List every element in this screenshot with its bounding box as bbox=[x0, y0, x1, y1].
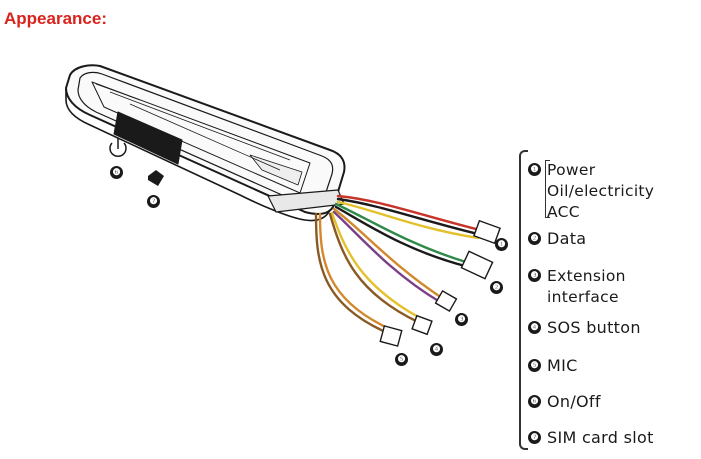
legend-label-acc: ACC bbox=[547, 203, 580, 221]
legend-badge-3: ❸ bbox=[528, 269, 541, 282]
connector-1 bbox=[473, 219, 501, 245]
legend-label-onoff: On/Off bbox=[547, 392, 601, 411]
legend-item-sos: ❹ SOS button bbox=[528, 318, 641, 338]
tracker-device bbox=[65, 64, 346, 222]
badge-3: ❸ bbox=[455, 313, 468, 326]
cable-bundle bbox=[314, 194, 482, 336]
connector-4 bbox=[411, 314, 433, 336]
connectors bbox=[379, 219, 501, 347]
legend-label-sos: SOS button bbox=[547, 318, 641, 337]
legend-badge-5: ❺ bbox=[528, 359, 541, 372]
legend-label-sim: SIM card slot bbox=[547, 428, 654, 447]
badge-5: ❺ bbox=[395, 353, 408, 366]
legend-label-extension: Extension bbox=[547, 267, 626, 285]
legend-item-mic: ❺ MIC bbox=[528, 356, 578, 376]
legend-badge-2: ❷ bbox=[528, 232, 541, 245]
legend-bracket bbox=[519, 150, 528, 450]
badge-6: ❻ bbox=[110, 166, 123, 179]
legend-item-extension: ❸ Extension interface bbox=[528, 266, 626, 308]
page-title: Appearance: bbox=[4, 9, 107, 28]
connector-3 bbox=[434, 289, 458, 313]
legend-label-oil: Oil/electricity bbox=[547, 182, 655, 200]
legend-label-data: Data bbox=[547, 229, 587, 248]
legend-item-onoff: ❻ On/Off bbox=[528, 392, 601, 412]
connector-5 bbox=[379, 325, 403, 347]
legend-item-power: ❶ Power Oil/electricity ACC bbox=[528, 160, 654, 223]
legend-badge-7: ❼ bbox=[528, 431, 541, 444]
legend-badge-4: ❹ bbox=[528, 321, 541, 334]
badge-4: ❹ bbox=[430, 343, 443, 356]
sim-card-icon bbox=[148, 170, 164, 186]
legend-label-mic: MIC bbox=[547, 356, 578, 375]
legend-badge-6: ❻ bbox=[528, 395, 541, 408]
badge-1: ❶ bbox=[495, 238, 508, 251]
badge-7: ❼ bbox=[147, 195, 160, 208]
legend-item-data: ❷ Data bbox=[528, 229, 586, 249]
power-group-bracket bbox=[545, 160, 550, 218]
power-icon bbox=[109, 138, 127, 158]
connector-2 bbox=[460, 250, 494, 280]
legend-label-interface: interface bbox=[547, 288, 619, 306]
badge-2: ❷ bbox=[490, 281, 503, 294]
legend-badge-1: ❶ bbox=[528, 163, 541, 176]
legend-item-sim: ❼ SIM card slot bbox=[528, 428, 654, 448]
legend-label-power: Power bbox=[547, 161, 596, 179]
